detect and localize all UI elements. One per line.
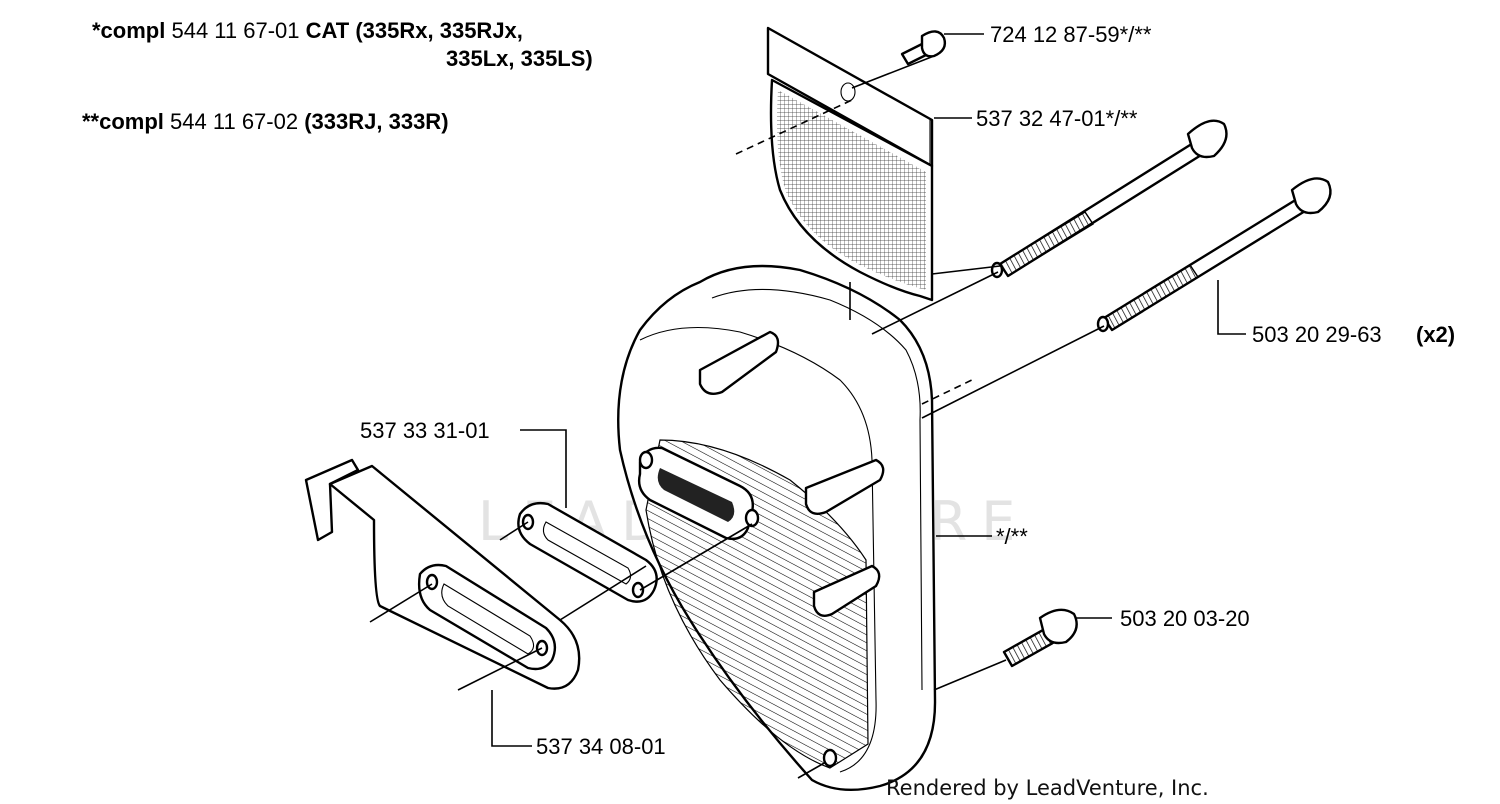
muffler-bolt-lower	[1096, 177, 1332, 333]
credit-text: Rendered by LeadVenture, Inc.	[886, 776, 1209, 800]
muffler-bolt-upper	[990, 119, 1228, 279]
callout-muffler: */**	[996, 524, 1028, 549]
spark-screen	[766, 26, 934, 302]
leader-bolts	[1217, 280, 1246, 335]
note-compl-333: **compl 544 11 67-02 (333RJ, 333R)	[82, 109, 449, 135]
note-compl-models-cont: 335Lx, 335LS)	[446, 46, 593, 71]
heat-shield	[304, 458, 581, 690]
note-compl-cat-cont: 335Lx, 335LS)	[446, 46, 593, 72]
note-compl-prefix: *compl	[92, 18, 166, 43]
note-compl2-prefix: **compl	[82, 109, 164, 134]
screen-screw	[900, 30, 947, 66]
callout-bolts-qty: (x2)	[1416, 322, 1455, 347]
muffler-body	[617, 264, 937, 791]
leader-gasket-lower	[491, 690, 532, 747]
note-compl2-models: (333RJ, 333R)	[304, 109, 449, 134]
callout-screw-bottom: 503 20 03-20	[1120, 606, 1250, 631]
muffler-screw	[1002, 608, 1078, 668]
callout-gasket-upper: 537 33 31-01	[360, 418, 490, 443]
note-compl-number: 544 11 67-01	[171, 18, 300, 43]
note-compl-cat: *compl 544 11 67-01 CAT (335Rx, 335RJx,	[92, 18, 523, 44]
callout-screen: 537 32 47-01*/**	[976, 106, 1138, 131]
callout-gasket-lower: 537 34 08-01	[536, 734, 666, 759]
note-compl-models: CAT (335Rx, 335RJx,	[305, 18, 523, 43]
gasket-upper	[517, 501, 658, 603]
note-compl2-number: 544 11 67-02	[170, 109, 299, 134]
leader-gasket-upper	[520, 429, 567, 508]
callout-screw-top: 724 12 87-59*/**	[990, 22, 1152, 47]
callout-bolts: 503 20 29-63	[1252, 322, 1382, 347]
